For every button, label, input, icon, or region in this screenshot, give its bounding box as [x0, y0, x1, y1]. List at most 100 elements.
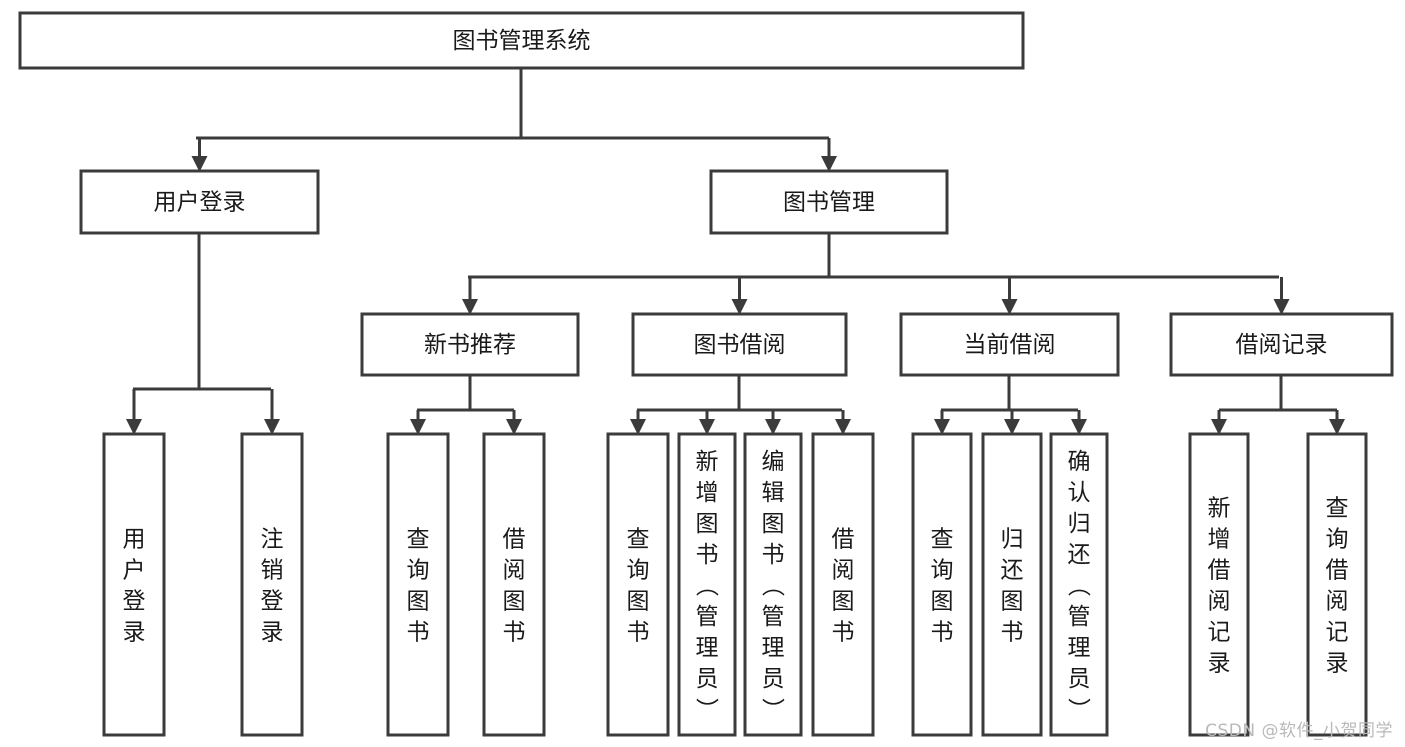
node-box-leaf-add-record[interactable]	[1188, 432, 1250, 737]
node-box-current-borrow[interactable]	[899, 312, 1120, 377]
node-box-leaf-user-login[interactable]	[102, 432, 166, 737]
node-box-leaf-edit-book[interactable]	[743, 432, 803, 737]
edge-new-book-rec-to-leaf-query-book-1	[410, 410, 426, 435]
edge-book-borrow-to-leaf-query-book-2	[630, 410, 646, 435]
connector-bus-user-login	[133, 233, 271, 391]
node-box-leaf-query-book-1[interactable]	[386, 432, 450, 737]
node-label-char: ）	[1065, 698, 1091, 721]
node-label-char: 书	[627, 620, 650, 646]
node-label-char: 书	[762, 542, 785, 568]
node-box-leaf-logout-login[interactable]	[240, 432, 304, 737]
node-label-char: 录	[261, 620, 284, 646]
edge-borrow-record-to-leaf-query-record	[1329, 410, 1345, 435]
node-label-char: ）	[693, 698, 719, 721]
connector-bus-new-book-rec	[417, 375, 514, 412]
node-label-char: 查	[407, 527, 430, 553]
node-box-book-manage[interactable]	[709, 169, 949, 235]
node-label-char: 查	[1326, 496, 1349, 522]
node-box-book-borrow[interactable]	[631, 312, 848, 377]
node-label-char: 书	[1001, 620, 1024, 646]
node-new-book-rec[interactable]: 新书推荐	[360, 312, 580, 377]
node-label-char: （	[693, 574, 719, 597]
edge-root-to-book-manage	[821, 138, 837, 172]
node-label-char: 图	[503, 589, 526, 615]
edge-user-login-to-leaf-user-login	[126, 389, 142, 435]
node-box-leaf-query-record[interactable]	[1306, 432, 1368, 737]
node-label-char: 增	[1208, 527, 1231, 553]
node-label-char: 销	[261, 558, 284, 584]
edge-book-borrow-to-leaf-add-book	[699, 410, 715, 435]
edge-borrow-record-to-leaf-add-record	[1211, 410, 1227, 435]
node-label-char: 询	[407, 558, 430, 584]
watermark-text: CSDN @软件_小贺同学	[1205, 721, 1393, 741]
node-label-char: 录	[123, 620, 146, 646]
connector-bus-borrow-record	[1219, 375, 1337, 412]
node-label-char: 查	[627, 527, 650, 553]
node-label-char: 理	[696, 635, 719, 661]
node-box-leaf-query-book-3[interactable]	[911, 432, 973, 737]
node-box-leaf-add-book[interactable]	[677, 432, 737, 737]
node-label-char: 询	[1326, 527, 1349, 553]
node-label-char: 管	[1068, 604, 1091, 630]
connector-bus-book-borrow	[637, 375, 842, 412]
node-root[interactable]: 图书管理系统	[18, 11, 1025, 70]
edge-book-manage-to-new-book-rec	[462, 277, 478, 315]
node-box-borrow-record[interactable]	[1169, 312, 1394, 377]
node-label-char: 用	[123, 527, 146, 553]
node-label-char: 新	[1208, 496, 1231, 522]
node-label-root: 图书管理系统	[453, 28, 591, 54]
node-label-char: 编	[762, 449, 785, 475]
node-label-char: 图	[832, 589, 855, 615]
node-label-char: 理	[1068, 635, 1091, 661]
node-box-leaf-query-book-2[interactable]	[606, 432, 670, 737]
node-current-borrow[interactable]: 当前借阅	[899, 312, 1120, 377]
node-label-char: 录	[1326, 651, 1349, 677]
node-box-leaf-borrow-book-1[interactable]	[482, 432, 546, 737]
node-box-root[interactable]	[18, 11, 1025, 70]
edge-book-manage-to-current-borrow	[1001, 277, 1018, 315]
node-box-leaf-borrow-book-2[interactable]	[811, 432, 875, 737]
node-book-borrow[interactable]: 图书借阅	[631, 312, 848, 377]
node-box-leaf-return-book[interactable]	[981, 432, 1043, 737]
edge-current-borrow-to-leaf-return-book	[1004, 410, 1020, 435]
node-label-char: 登	[123, 589, 146, 615]
edge-new-book-rec-to-leaf-borrow-book-1	[506, 410, 522, 435]
node-user-login[interactable]: 用户登录	[79, 169, 320, 235]
node-label-char: 图	[1001, 589, 1024, 615]
edge-current-borrow-to-leaf-query-book-3	[934, 410, 950, 435]
node-box-user-login[interactable]	[79, 169, 320, 235]
node-label-book-borrow: 图书借阅	[694, 332, 786, 358]
node-borrow-record[interactable]: 借阅记录	[1169, 312, 1394, 377]
node-box-new-book-rec[interactable]	[360, 312, 580, 377]
node-label-char: （	[759, 574, 785, 597]
node-book-manage[interactable]: 图书管理	[709, 169, 949, 235]
node-label-char: 登	[261, 589, 284, 615]
node-label-char: 书	[503, 620, 526, 646]
node-label-char: 记	[1326, 620, 1349, 646]
node-label-char: 图	[696, 511, 719, 537]
node-label-char: 户	[123, 558, 146, 584]
nodes-layer: 图书管理系统用户登录图书管理新书推荐图书借阅当前借阅借阅记录用户登录注销登录查询…	[18, 11, 1394, 737]
node-leaf-user-login[interactable]: 用户登录	[102, 432, 166, 737]
node-label-char: 还	[1068, 542, 1091, 568]
node-label-char: 辑	[762, 480, 785, 506]
node-label-char: 书	[407, 620, 430, 646]
node-box-leaf-confirm-return[interactable]	[1049, 432, 1109, 737]
connector-bus-book-manage	[468, 233, 1279, 279]
node-label-char: 新	[696, 449, 719, 475]
edge-root-to-user-login	[191, 138, 208, 172]
edge-book-manage-to-book-borrow	[731, 277, 748, 315]
